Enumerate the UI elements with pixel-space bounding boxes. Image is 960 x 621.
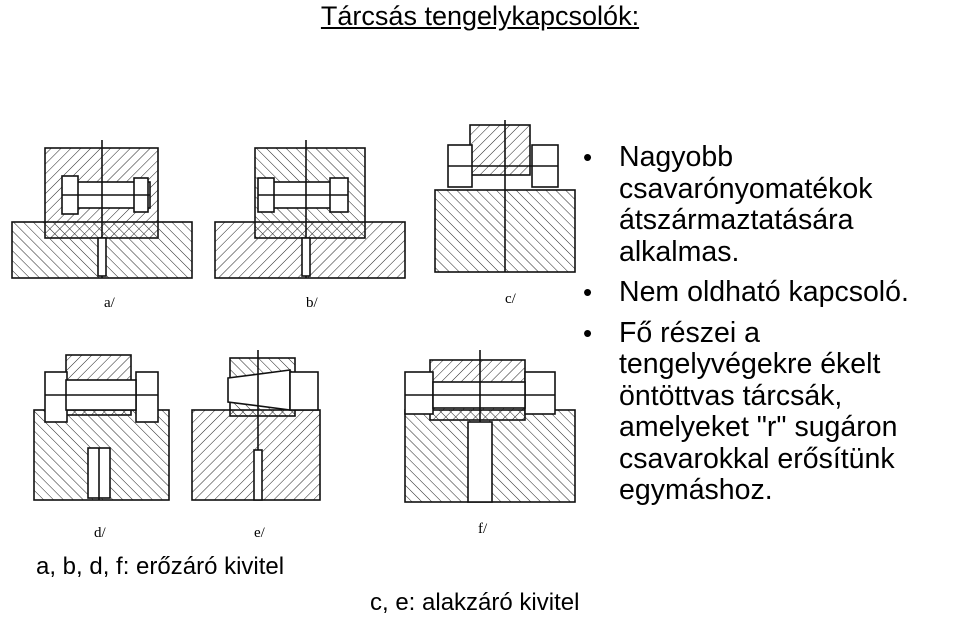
bullet-item: Nem oldható kapcsoló.: [583, 276, 960, 309]
bullet-item: Fő részei a tengelyvégekre ékelt öntöttv…: [583, 317, 960, 507]
coupling-drawings: a/ b/ c/ d/: [11, 120, 576, 541]
label-e: e/: [254, 525, 266, 541]
page-title: Tárcsás tengelykapcsolók:: [320, 1, 640, 31]
label-f: f/: [478, 521, 488, 537]
label-a: a/: [104, 295, 116, 311]
coupling-drawing-e: [191, 350, 321, 501]
coupling-drawing-f: [404, 350, 576, 503]
caption-form-locked: c, e: alakzáró kivitel: [370, 589, 580, 616]
label-b: b/: [306, 295, 319, 311]
coupling-drawing-b: [214, 140, 406, 279]
caption-force-locked: a, b, d, f: erőzáró kivitel: [36, 553, 285, 580]
label-d: d/: [94, 525, 107, 541]
coupling-drawing-c: [434, 120, 576, 273]
bullet-item: Nagyobb csavarónyomatékok átszármaztatás…: [583, 141, 960, 268]
coupling-drawing-d: [33, 354, 170, 501]
bullet-list: Nagyobb csavarónyomatékok átszármaztatás…: [583, 141, 960, 516]
label-c: c/: [505, 291, 517, 307]
coupling-drawing-a: [11, 140, 193, 279]
